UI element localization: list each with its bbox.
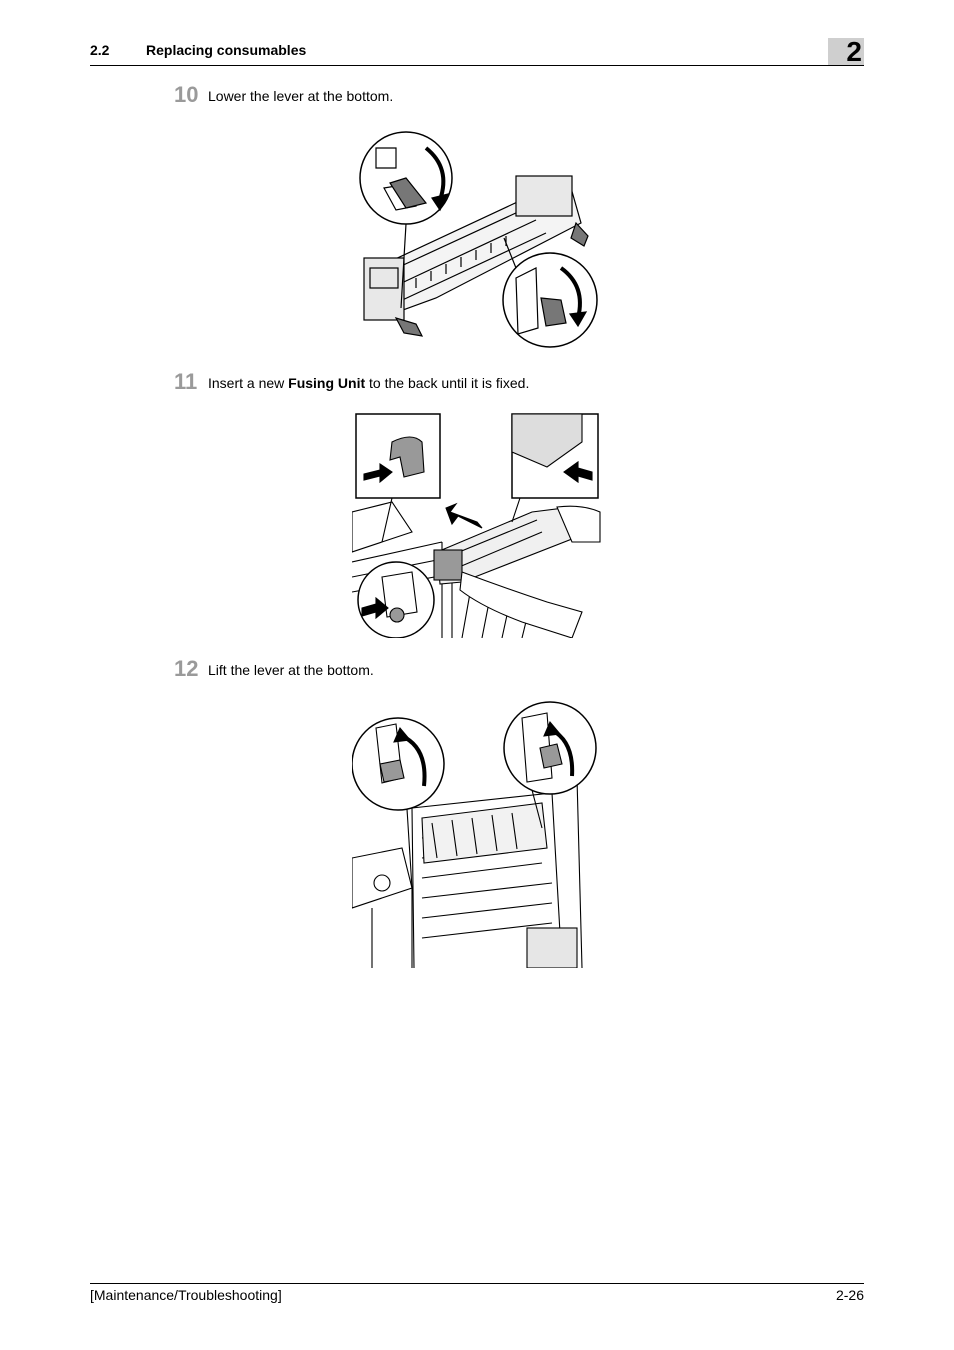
running-header: 2.2 Replacing consumables (90, 42, 306, 58)
chapter-tab: 2 (828, 36, 864, 67)
step-number: 10 (174, 82, 199, 107)
fusing-unit-term: Fusing Unit (288, 375, 366, 391)
section-title: Replacing consumables (146, 42, 307, 58)
footer-page-number: 2-26 (835, 1287, 864, 1303)
footer-divider (90, 1283, 864, 1284)
header-divider (90, 65, 864, 66)
section-number: 2.2 (90, 42, 110, 58)
footer-manual-title: [Maintenance/Troubleshooting] (90, 1287, 282, 1303)
lower-lever-illustration (356, 128, 602, 350)
insert-fusing-unit-illustration (352, 412, 602, 638)
step-instruction: Insert a new Fusing Unit to the back unt… (208, 375, 530, 391)
step-instruction: Lower the lever at the bottom. (208, 88, 394, 104)
step-number: 12 (174, 656, 199, 681)
step-instruction: Lift the lever at the bottom. (208, 662, 374, 678)
chapter-number: 2 (846, 36, 862, 67)
lift-lever-illustration (352, 698, 602, 968)
step-number: 11 (174, 369, 198, 394)
